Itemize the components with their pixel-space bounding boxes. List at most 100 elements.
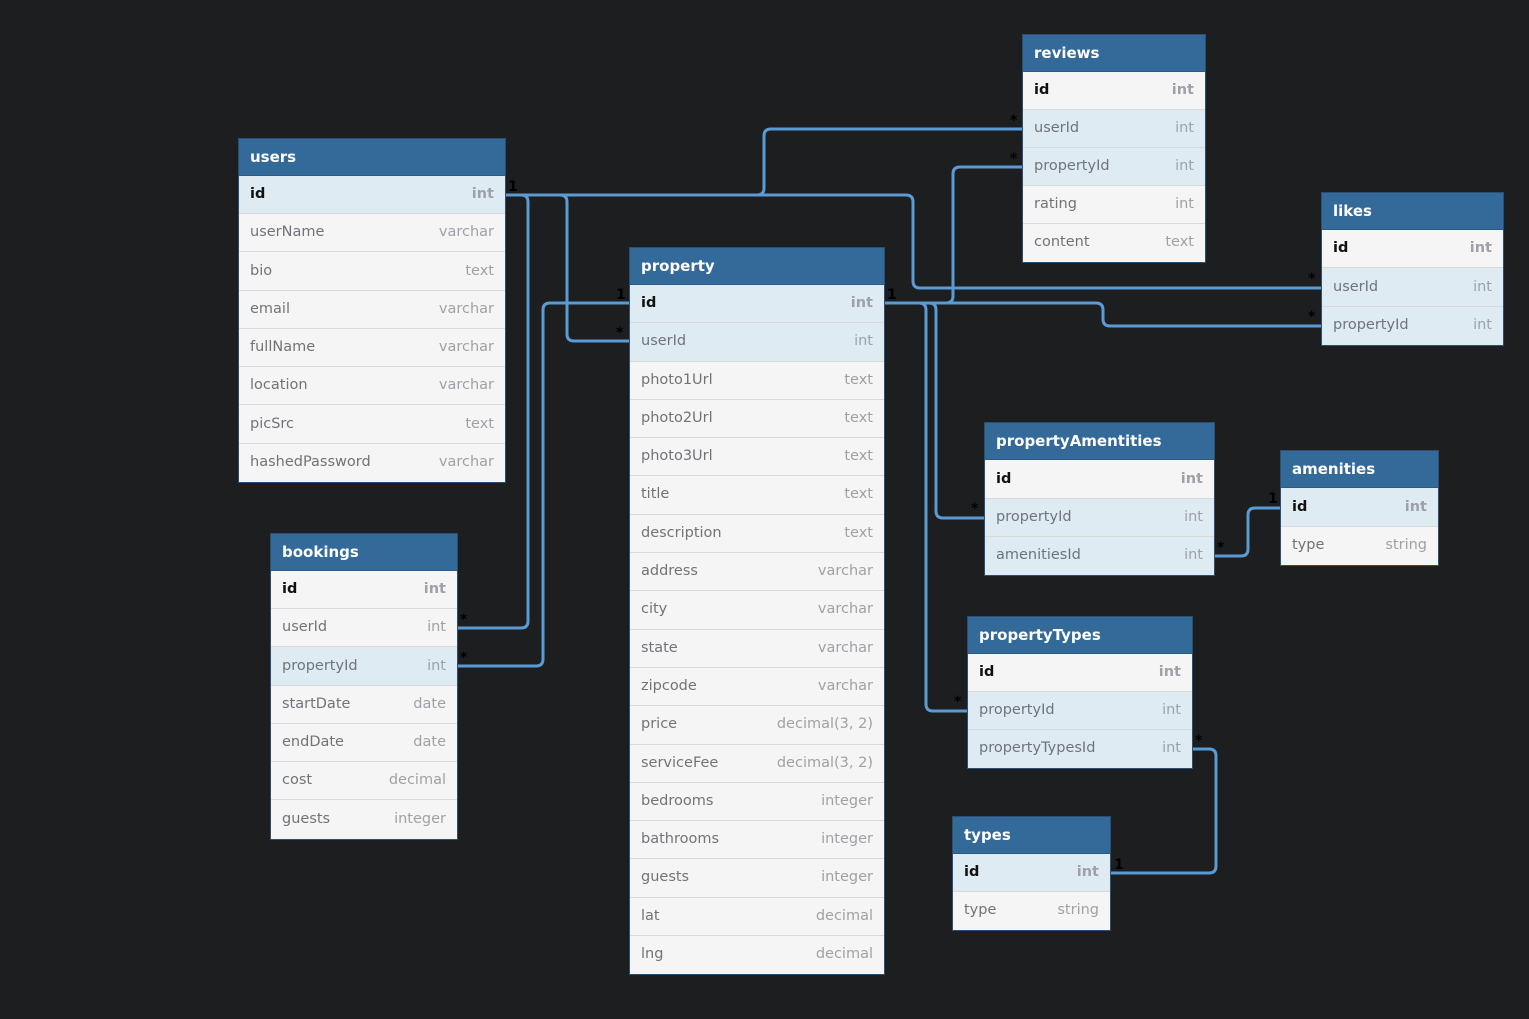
column-row-id[interactable]: id int <box>968 654 1192 692</box>
column-type: int <box>423 581 446 597</box>
column-name: userId <box>641 333 687 350</box>
table-title[interactable]: propertyTypes <box>968 617 1192 654</box>
table-title[interactable]: property <box>630 248 884 285</box>
column-row-title[interactable]: title text <box>630 476 884 515</box>
column-type: int <box>1162 740 1181 756</box>
column-type: int <box>427 658 446 674</box>
column-name: rating <box>1034 196 1077 212</box>
column-name: photo2Url <box>641 409 713 426</box>
column-name: cost <box>282 772 313 788</box>
column-type: int <box>471 186 494 202</box>
column-name: id <box>979 664 995 680</box>
table-title[interactable]: bookings <box>271 534 457 571</box>
table-title[interactable]: likes <box>1322 193 1503 230</box>
table-title[interactable]: propertyAmentities <box>985 423 1214 460</box>
cardinality-many-label: * <box>1308 309 1316 325</box>
column-name: propertyId <box>1333 317 1409 333</box>
column-row-userId[interactable]: userId int <box>630 323 884 362</box>
cardinality-one-label: 1 <box>508 179 518 195</box>
column-name: email <box>250 301 290 317</box>
table-title[interactable]: types <box>953 817 1110 854</box>
table-title[interactable]: users <box>239 139 505 176</box>
table-title[interactable]: reviews <box>1023 35 1205 72</box>
column-name: description <box>641 524 722 541</box>
column-name: title <box>641 486 670 503</box>
column-type: varchar <box>438 377 494 393</box>
column-name: id <box>964 864 980 880</box>
connector-users-property <box>505 193 630 343</box>
column-type: int <box>1158 664 1181 680</box>
column-type: text <box>844 486 873 503</box>
column-type: int <box>427 619 446 635</box>
table-title[interactable]: amenities <box>1281 451 1438 488</box>
column-type: date <box>413 696 446 712</box>
column-name: hashedPassword <box>250 454 371 470</box>
column-name: price <box>641 716 678 733</box>
cardinality-many-label: * <box>1010 151 1018 167</box>
column-type: int <box>1473 279 1492 295</box>
connector-property-reviews <box>884 165 1023 305</box>
cardinality-one-label: 1 <box>616 287 626 303</box>
column-type: varchar <box>817 601 873 618</box>
column-type: int <box>854 333 873 350</box>
